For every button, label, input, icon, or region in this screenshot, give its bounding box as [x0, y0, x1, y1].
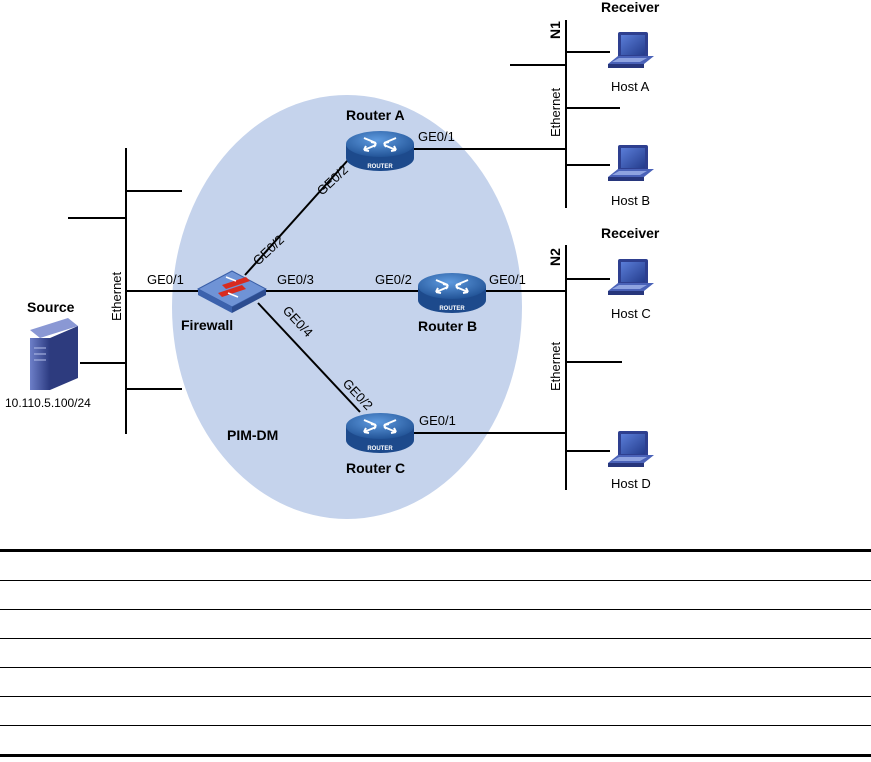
- firewall-icon: [196, 270, 268, 313]
- pim-dm-domain: [172, 95, 522, 519]
- n2-receiver-label: Receiver: [601, 225, 660, 241]
- table-cell: [0, 638, 871, 668]
- pim-dm-label: PIM-DM: [227, 427, 278, 443]
- router-a-ge01-label: GE0/1: [418, 129, 455, 144]
- router-b-ge01-label: GE0/1: [489, 272, 526, 287]
- interface-table-grid: [0, 549, 871, 757]
- firewall-ge03-label: GE0/3: [277, 272, 314, 287]
- svg-text:ROUTER: ROUTER: [439, 306, 465, 312]
- n1-ethernet-segment: [510, 20, 620, 208]
- firewall-ge01-label: GE0/1: [147, 272, 184, 287]
- table-row: [0, 638, 871, 668]
- n2-ethernet-label: Ethernet: [548, 341, 563, 391]
- source-title: Source: [27, 299, 75, 315]
- n2-label: N2: [547, 248, 563, 266]
- router-c-name: Router C: [346, 460, 405, 476]
- host-d-label: Host D: [611, 476, 651, 491]
- table-cell: [0, 667, 871, 697]
- host-c-label: Host C: [611, 306, 651, 321]
- source-server-icon: [30, 318, 78, 390]
- host-d-icon: [608, 431, 654, 467]
- table-row: [0, 696, 871, 726]
- table-cell: [0, 725, 871, 757]
- router-a-name: Router A: [346, 107, 405, 123]
- source-ip: 10.110.5.100/24: [5, 396, 91, 410]
- network-diagram: ROUTER ROUTER ROUTER Source 10.110.5.100…: [5, 0, 660, 519]
- router-c-icon: ROUTER: [345, 412, 415, 454]
- host-a-icon: [608, 32, 654, 68]
- n1-label: N1: [547, 21, 563, 39]
- svg-text:ROUTER: ROUTER: [367, 164, 393, 170]
- firewall-name: Firewall: [181, 317, 233, 333]
- router-b-icon: ROUTER: [417, 272, 487, 314]
- host-c-icon: [608, 259, 654, 295]
- table-row: [0, 609, 871, 639]
- table-header-cell: [0, 550, 871, 581]
- router-a-icon: ROUTER: [345, 130, 415, 172]
- table-row: [0, 667, 871, 697]
- router-b-name: Router B: [418, 318, 477, 334]
- n1-ethernet-label: Ethernet: [548, 87, 563, 137]
- n1-receiver-label: Receiver: [601, 0, 660, 15]
- left-ethernet-label: Ethernet: [109, 271, 124, 321]
- table-row: [0, 725, 871, 757]
- table-cell: [0, 580, 871, 610]
- host-a-label: Host A: [611, 79, 650, 94]
- n2-ethernet-segment: [565, 245, 622, 490]
- table-cell: [0, 696, 871, 726]
- table-header-row: [0, 550, 871, 581]
- table-cell: [0, 609, 871, 639]
- host-b-icon: [608, 145, 654, 181]
- host-b-label: Host B: [611, 193, 650, 208]
- router-c-ge01-label: GE0/1: [419, 413, 456, 428]
- svg-text:ROUTER: ROUTER: [367, 446, 393, 452]
- table-row: [0, 580, 871, 610]
- network-links: [126, 148, 566, 434]
- router-b-ge02-label: GE0/2: [375, 272, 412, 287]
- interface-table: [0, 549, 871, 757]
